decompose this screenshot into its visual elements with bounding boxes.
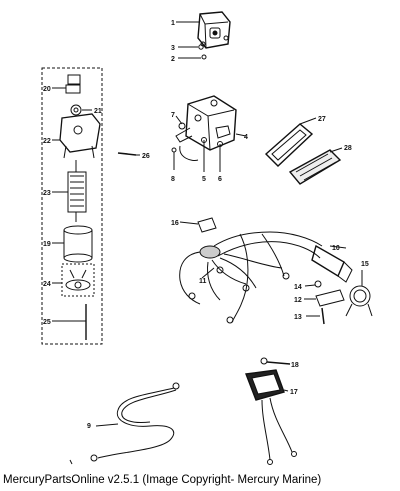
- callout-24: 24: [43, 281, 51, 288]
- callout-26: 26: [142, 153, 150, 160]
- bracket-17: [245, 369, 297, 465]
- callout-19: 19: [43, 241, 51, 248]
- callout-22: 22: [43, 138, 51, 145]
- solenoid-assembly: [171, 95, 247, 172]
- wire-harness: [179, 217, 373, 325]
- callout-4: 4: [244, 134, 248, 141]
- callout-labels: 1 2 3 4 5 6 7 8 9 10 11 12 13 14 15 16 1…: [43, 20, 369, 430]
- callout-17: 17: [290, 389, 298, 396]
- callout-20: 20: [43, 86, 51, 93]
- relay-assembly-top: [176, 11, 231, 60]
- callout-1: 1: [171, 20, 175, 27]
- callout-21: 21: [94, 108, 102, 115]
- callout-2: 2: [171, 56, 175, 63]
- screw-26: [117, 152, 140, 156]
- callout-11: 11: [199, 278, 207, 285]
- callout-9: 9: [87, 423, 91, 430]
- cable-9: [90, 382, 180, 462]
- starter-subassembly-box: [41, 67, 103, 345]
- callout-13: 13: [294, 314, 302, 321]
- callout-16: 16: [171, 220, 179, 227]
- callout-25: 25: [43, 319, 51, 326]
- callout-23: 23: [43, 190, 51, 197]
- callout-6: 6: [218, 176, 222, 183]
- callout-7: 7: [171, 112, 175, 119]
- callout-3: 3: [171, 45, 175, 52]
- callout-15: 15: [361, 261, 369, 268]
- callout-27: 27: [318, 116, 326, 123]
- callout-5: 5: [202, 176, 206, 183]
- screw-18: [260, 357, 291, 365]
- copyright-caption: MercuryPartsOnline v2.5.1 (Image Copyrig…: [3, 474, 322, 486]
- callout-28: 28: [344, 145, 352, 152]
- cover-27: [264, 117, 317, 167]
- callout-18: 18: [291, 362, 299, 369]
- callout-10: 10: [332, 245, 340, 252]
- cover-28: [288, 147, 343, 185]
- callout-14: 14: [294, 284, 302, 291]
- callout-8: 8: [171, 176, 175, 183]
- callout-12: 12: [294, 297, 302, 304]
